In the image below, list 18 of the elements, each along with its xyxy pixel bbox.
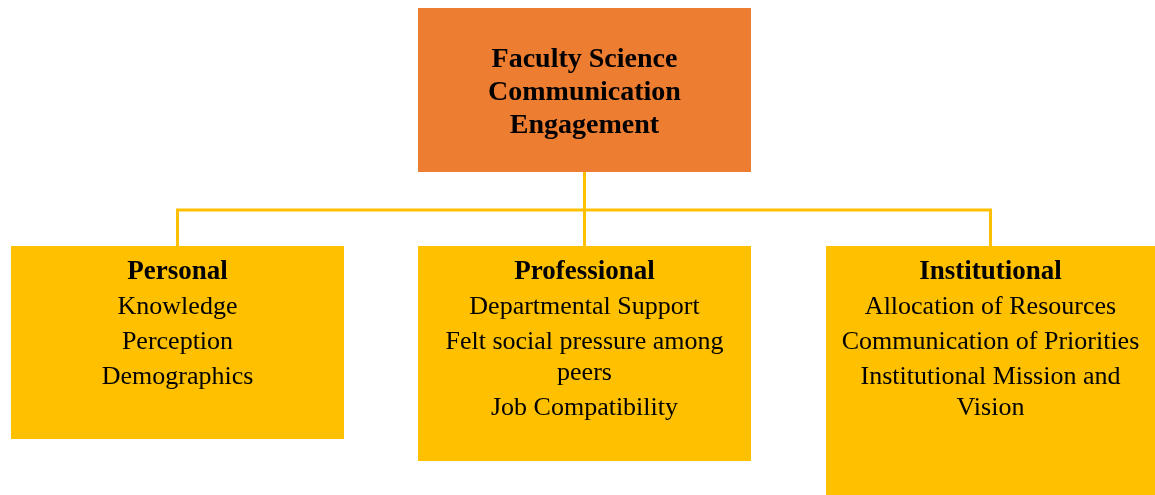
category-box <box>11 246 344 439</box>
factor-text: Demographics <box>100 360 255 391</box>
factor-text: Communication of Priorities <box>840 325 1141 356</box>
factor-text: Job Compatibility <box>489 391 680 422</box>
factor-text: Allocation of Resources <box>863 290 1118 321</box>
category-box <box>826 246 1155 495</box>
category-box <box>418 246 751 461</box>
factor-text: Departmental Support <box>468 290 701 321</box>
factor-text: Knowledge <box>116 290 239 321</box>
factor-text: Institutional Mission and Vision <box>859 360 1122 422</box>
title-box <box>418 8 751 172</box>
category-heading: Personal <box>127 254 228 286</box>
title-text: Faculty Science Communication Engagement <box>487 40 682 140</box>
connector-line <box>583 172 992 246</box>
factor-text: Perception <box>120 325 235 356</box>
category-heading: Professional <box>514 254 655 286</box>
factor-text: Felt social pressure among peers <box>444 325 725 387</box>
category-heading: Institutional <box>919 254 1062 286</box>
